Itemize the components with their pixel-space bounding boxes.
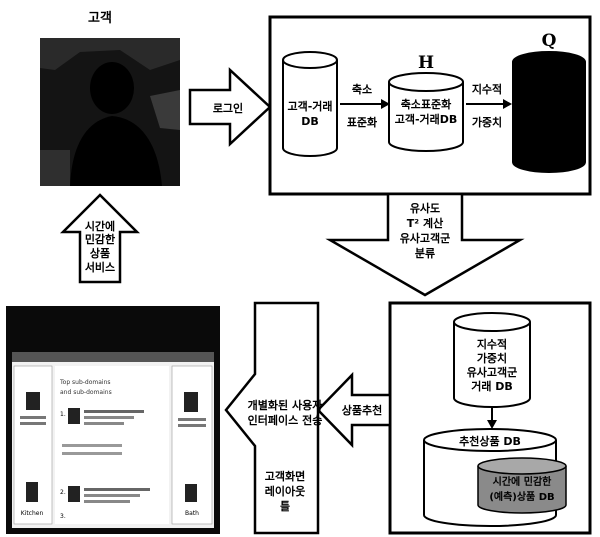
db1-top: [283, 52, 337, 68]
q-label: Q: [542, 31, 557, 51]
db3-top: [513, 52, 585, 72]
left-product-2: [26, 482, 38, 502]
db-inner-line-1: 시간에 민감한: [493, 475, 552, 488]
db1-line-2: DB: [301, 115, 319, 128]
center-item-3-num: 3.: [60, 513, 66, 520]
center-heading-1: Top sub-domains: [59, 379, 111, 386]
screenshot-nav-bar: [12, 352, 214, 362]
center-item-1-num: 1.: [60, 411, 66, 418]
customer-figure: 고객: [40, 10, 180, 186]
layout-line-3: 틀: [280, 500, 290, 513]
similarity-line-4: 분류: [415, 247, 435, 260]
layout-line-2: 레이아웃: [265, 484, 305, 498]
db-inner-line-2: (예측)상품 DB: [489, 490, 554, 503]
top-panel: 고객-거래 DB 축소 표준화 H 축소표준화 고객-거래DB 지수적 가중치 …: [270, 17, 590, 194]
db-inner-top: [478, 458, 566, 474]
similarity-line-1: 유사도: [410, 201, 440, 215]
similarity-arrow: 유사도 T² 계산 유사고객군 분류: [330, 194, 520, 295]
db-weighted-line-1: 지수적: [477, 337, 507, 351]
service-line-3: 상품: [90, 246, 110, 260]
layout-line-1: 고객화면: [265, 469, 305, 483]
center-item-2-image: [68, 486, 80, 502]
interface-line-1: 개별화된 사용자: [248, 398, 324, 412]
recommend-db: 추천상품 DB 시간에 민감한 (예측)상품 DB: [424, 429, 566, 526]
center-heading-2: and sub-domains: [60, 389, 112, 396]
db1-line-1: 고객-거래: [287, 99, 332, 113]
center-price-2: [62, 452, 122, 455]
db-recommend-label: 추천상품 DB: [459, 434, 521, 448]
normalized-transaction-db: 축소표준화 고객-거래DB: [389, 73, 463, 151]
right-side-label: Bath: [185, 510, 199, 517]
photo-chair: [40, 150, 70, 186]
arrow2-line-2: 가중치: [472, 115, 502, 129]
customer-label: 고객: [88, 10, 112, 26]
interface-box: 개별화된 사용자 인터페이스 전송 고객화면 레이아웃 틀: [226, 303, 323, 533]
customer-transaction-db: 고객-거래 DB: [283, 52, 337, 156]
weighted-group-db: 지수적 가중치 유사고객군 거래 DB: [454, 313, 530, 407]
center-item-1-image: [68, 408, 80, 424]
service-arrow: 시간에 민감한 상품 서비스: [63, 195, 137, 282]
service-line-2: 민감한: [85, 232, 115, 246]
similarity-line-3: 유사고객군: [400, 231, 451, 245]
db-weighted-line-2: 가중치: [477, 351, 507, 365]
personalized-page-screenshot: Kitchen Top sub-domains and sub-domains …: [6, 306, 220, 534]
login-arrow-label: 로그인: [213, 101, 243, 115]
product-recommend-label: 상품추천: [342, 403, 382, 417]
center-item-2-text-b: [84, 494, 140, 497]
left-product-1: [26, 392, 40, 410]
left-text-2: [20, 422, 46, 425]
center-item-1-text-b: [84, 416, 134, 419]
center-item-2-num: 2.: [60, 489, 66, 496]
recommend-panel: 지수적 가중치 유사고객군 거래 DB 추천상품 DB 시간에 민감한 (예측)…: [390, 303, 590, 533]
product-recommend-arrow: 상품추천: [318, 375, 390, 445]
db2-line-2: 고객-거래DB: [395, 112, 458, 126]
arrow1-line-2: 표준화: [347, 115, 377, 129]
db2-line-1: 축소표준화: [401, 97, 452, 111]
interface-line-2: 인터페이스 전송: [248, 413, 323, 427]
db-weighted-line-3: 유사고객군: [467, 365, 518, 379]
center-item-2-text-a: [84, 488, 150, 491]
weighted-db-black: [513, 52, 585, 172]
arrow1-line-1: 축소: [352, 82, 372, 96]
center-price-1: [62, 444, 122, 447]
db2-top: [389, 73, 463, 91]
center-item-1-text-a: [84, 410, 144, 413]
service-line-1: 시간에: [85, 219, 115, 233]
right-text-2: [178, 424, 206, 427]
left-text-1: [20, 416, 46, 419]
db-weighted-top: [454, 313, 530, 331]
right-product-2: [185, 484, 197, 502]
left-side-label: Kitchen: [21, 510, 44, 517]
h-label: H: [418, 53, 434, 73]
arrow2-line-1: 지수적: [472, 82, 502, 96]
right-product-1: [184, 392, 198, 412]
center-item-1-text-c: [84, 422, 124, 425]
service-line-4: 서비스: [85, 260, 115, 274]
right-text-1: [178, 418, 206, 421]
login-arrow: 로그인: [190, 70, 270, 144]
db3-body: [513, 62, 585, 172]
similarity-line-2: T² 계산: [407, 216, 443, 230]
db-weighted-line-4: 거래 DB: [471, 379, 513, 393]
person-head: [90, 62, 134, 114]
center-item-2-text-c: [84, 500, 130, 503]
